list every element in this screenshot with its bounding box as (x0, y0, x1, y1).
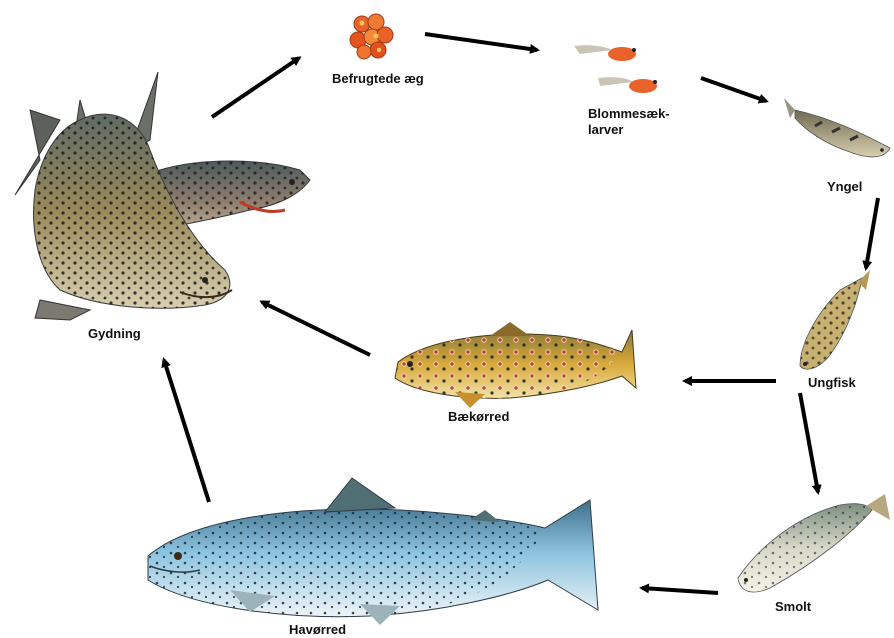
label-blommesaek-line1: Blommesæk- (588, 106, 670, 122)
arrow-yngel-to-ungfisk (866, 198, 878, 268)
arrow-aeg-to-blommesaek (425, 34, 537, 50)
fry-illustration (784, 98, 890, 157)
smolt-illustration (738, 494, 890, 592)
label-havoerred: Havørred (289, 622, 346, 638)
label-blommesaek-larver: Blommesæk- larver (588, 106, 670, 138)
label-befrugtede-aeg: Befrugtede æg (332, 71, 424, 87)
label-smolt: Smolt (775, 599, 811, 615)
spawning-trout-illustration (15, 72, 310, 320)
brown-trout-illustration (395, 322, 636, 408)
sea-trout-illustration (148, 478, 598, 625)
arrow-baekoerred-to-gydning (262, 302, 370, 355)
cycle-arrows (164, 34, 878, 593)
yolk-sac-larvae-illustration (574, 45, 657, 93)
label-yngel: Yngel (827, 179, 862, 195)
fertilized-eggs-illustration (350, 14, 393, 59)
arrow-havoerred-to-gydning (164, 360, 209, 502)
label-gydning: Gydning (88, 326, 141, 342)
arrow-blommesaek-to-yngel (701, 78, 766, 101)
arrow-smolt-to-havoerred (642, 588, 718, 593)
arrow-ungfisk-to-smolt (800, 393, 818, 492)
label-baekoerred: Bækørred (448, 409, 509, 425)
parr-illustration (800, 270, 870, 369)
label-ungfisk: Ungfisk (808, 375, 856, 391)
label-blommesaek-line2: larver (588, 122, 670, 138)
arrow-gydning-to-aeg (212, 58, 299, 117)
